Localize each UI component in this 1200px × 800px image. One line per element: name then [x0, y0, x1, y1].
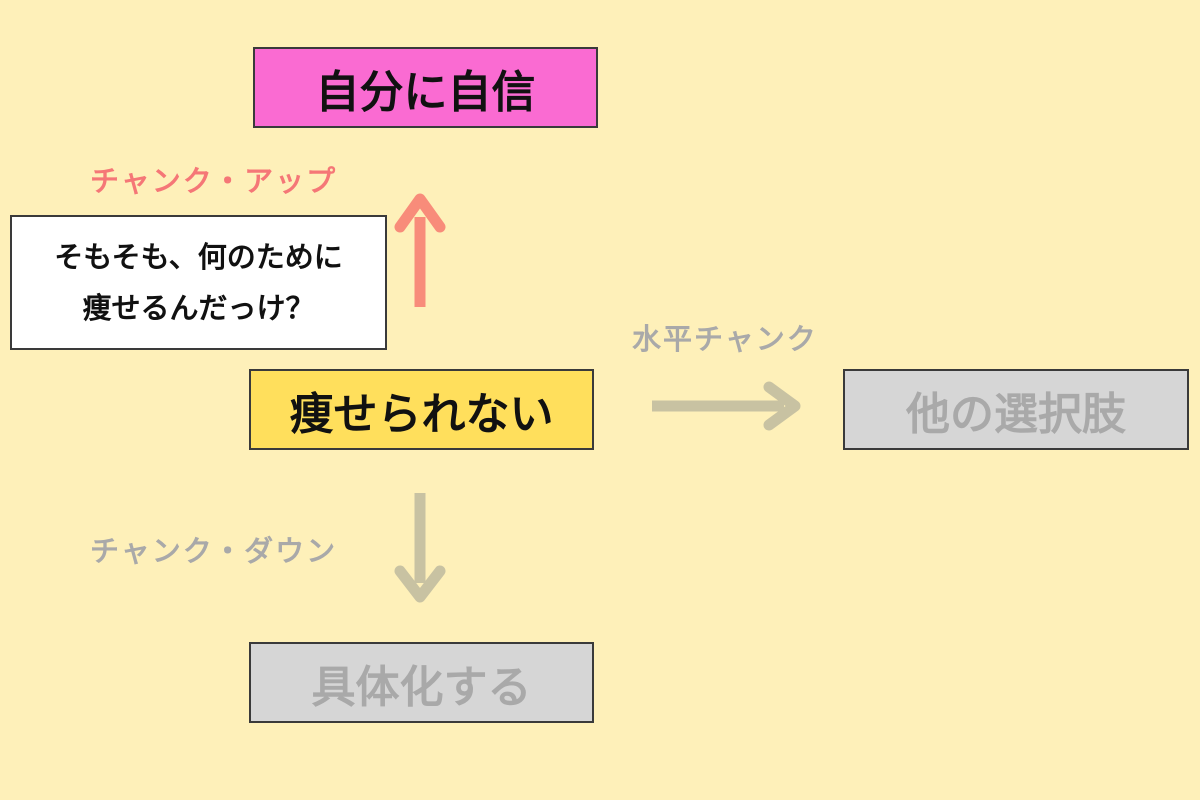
question-line-1: そもそも、何のために: [54, 239, 343, 274]
question-line-2: 痩せるんだっけ？: [82, 290, 315, 325]
node-confidence: 自分に自信: [253, 47, 598, 128]
node-make-concrete-label: 具体化する: [311, 661, 532, 713]
chunk-up-label: チャンク・アップ: [90, 164, 338, 198]
question-box: そもそも、何のために 痩せるんだっけ？: [10, 215, 387, 350]
horizontal-chunk-label: 水平チャンク: [632, 322, 818, 356]
node-confidence-label: 自分に自信: [315, 66, 536, 118]
node-other-options: 他の選択肢: [843, 369, 1189, 450]
node-make-concrete: 具体化する: [249, 642, 594, 723]
node-cannot-lose-weight-label: 痩せられない: [289, 388, 554, 440]
arrow-down-icon: [394, 493, 446, 603]
arrow-up-icon: [394, 193, 446, 307]
chunk-down-label: チャンク・ダウン: [90, 534, 338, 568]
node-other-options-label: 他の選択肢: [906, 388, 1126, 440]
node-cannot-lose-weight: 痩せられない: [249, 369, 594, 450]
arrow-right-icon: [652, 381, 801, 431]
